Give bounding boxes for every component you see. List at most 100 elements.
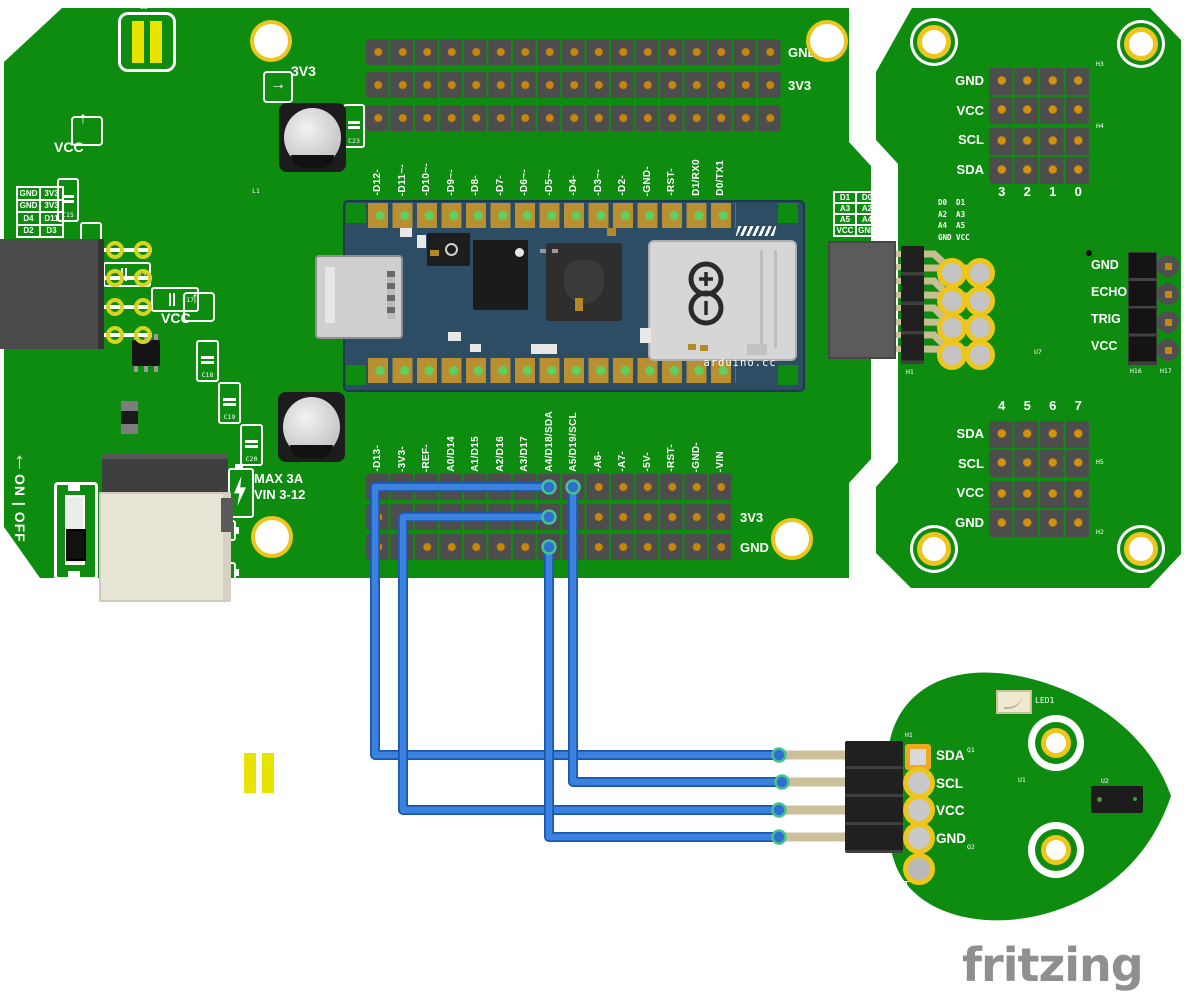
inductor-l2 [118, 12, 176, 72]
through-hole-pad [106, 298, 124, 316]
top-header-row-3v3[interactable] [365, 72, 782, 98]
capacitor-c5: C5 [190, 900, 213, 946]
h16-header[interactable] [1128, 252, 1157, 365]
through-hole-pad [937, 258, 967, 288]
header-label-h1: H1 [906, 368, 914, 376]
wire-scl[interactable] [568, 482, 787, 787]
smd-component [700, 345, 708, 351]
connector-pin [98, 305, 152, 309]
int-label: INT [896, 880, 909, 889]
electrolytic-capacitor [278, 392, 345, 462]
h17-pad [1157, 339, 1179, 361]
smd-component [607, 228, 616, 236]
barrel-jack-body[interactable] [99, 492, 231, 602]
h17-pad [1157, 255, 1179, 277]
arduino-corner-pad [778, 203, 798, 223]
vcc-arrow-icon [183, 292, 215, 322]
u1-label: U1 [1018, 776, 1026, 784]
power-vin-label: VIN 3-12 [254, 487, 306, 502]
inductor-label: L2 [140, 3, 148, 11]
shield-connector-block[interactable] [828, 241, 896, 359]
wire-gnd[interactable] [544, 542, 784, 842]
connector-pin [98, 333, 152, 337]
smd-dot [445, 243, 458, 256]
smd-component [400, 228, 412, 237]
mounting-hole [771, 518, 813, 560]
pulse-sensor-board[interactable] [884, 672, 1171, 921]
header-label-h3: H3 [1096, 60, 1104, 68]
arduino-corner-pad [778, 365, 798, 385]
arduino-corner-pad [346, 203, 366, 223]
mounting-hole [250, 20, 292, 62]
wire-vcc[interactable] [398, 512, 784, 815]
u2-chip [1091, 786, 1143, 813]
led1-label: LED1 [1035, 696, 1055, 705]
vcc-label-top: VCC [54, 139, 84, 155]
top-header-row-gnd[interactable] [365, 39, 782, 65]
arduino-url: arduino.cc [703, 357, 777, 369]
int-pad [903, 853, 935, 885]
through-hole-pad [106, 326, 124, 344]
sensor-h1-header[interactable] [845, 741, 903, 853]
top-header-row-signal[interactable] [365, 105, 782, 131]
sensor-header-pins [779, 750, 852, 842]
shield-h1-header[interactable] [901, 246, 924, 364]
resistor-r5: R5 [66, 609, 87, 659]
connector-pin [98, 248, 152, 252]
3v3-arrow-icon [263, 71, 293, 103]
bottom-rail-3v3-label: 3V3 [740, 510, 764, 525]
header-label-h5: H5 [1096, 458, 1104, 466]
resistor-r7: R7 [90, 653, 111, 703]
smd-component [417, 235, 426, 248]
capacitor-c19: C19 [218, 382, 241, 424]
h17-pad [1157, 311, 1179, 333]
sensor-h1-label: H1 [905, 731, 913, 739]
arduino-castellated-pads-bottom [368, 358, 736, 383]
arduino-castellated-pads-top [368, 203, 736, 228]
raspberry-pi-logo [564, 260, 604, 304]
h17-pad [1157, 283, 1179, 305]
micro-usb-connector[interactable] [315, 255, 403, 339]
q1-label: Q1 [967, 746, 975, 754]
power-max-label: MAX 3A [254, 471, 304, 486]
header-grid-h5[interactable] [989, 419, 1091, 477]
through-hole-pad [134, 241, 152, 259]
header-grid-h3[interactable] [989, 66, 1091, 124]
arduino-corner-pad [346, 365, 366, 385]
through-hole-pad [106, 269, 124, 287]
through-hole-pad [937, 340, 967, 370]
left-edge-connector[interactable] [0, 239, 104, 349]
led1 [996, 690, 1032, 714]
header-label-h4: H4 [1096, 122, 1104, 130]
switch-arrow-icon: ↑ [14, 448, 25, 473]
barrel-jack-tab [221, 498, 233, 532]
header-grid-h4[interactable] [989, 126, 1091, 184]
power-switch[interactable] [54, 482, 98, 580]
through-hole-pad [134, 326, 152, 344]
sot23-transistor [121, 401, 138, 434]
vcc-label-mid: VCC [161, 310, 191, 326]
smd-component [448, 332, 461, 341]
wire-endpoints[interactable] [541, 479, 790, 845]
smd-component [688, 344, 696, 350]
connector-pin [98, 276, 152, 280]
header-grid-h2[interactable] [989, 479, 1091, 537]
capacitor-c18: C18 [196, 340, 219, 382]
inductor-l1 [230, 744, 288, 802]
smd-component [575, 298, 583, 311]
smd-component [640, 328, 651, 343]
mounting-hole [917, 25, 951, 59]
3v3-arrow-label: 3V3 [291, 63, 316, 79]
arduino-logo-icon [688, 261, 724, 326]
u2-label: U2 [1101, 777, 1109, 785]
vcc-arrow-icon [71, 116, 103, 146]
through-hole-pad [903, 822, 935, 854]
